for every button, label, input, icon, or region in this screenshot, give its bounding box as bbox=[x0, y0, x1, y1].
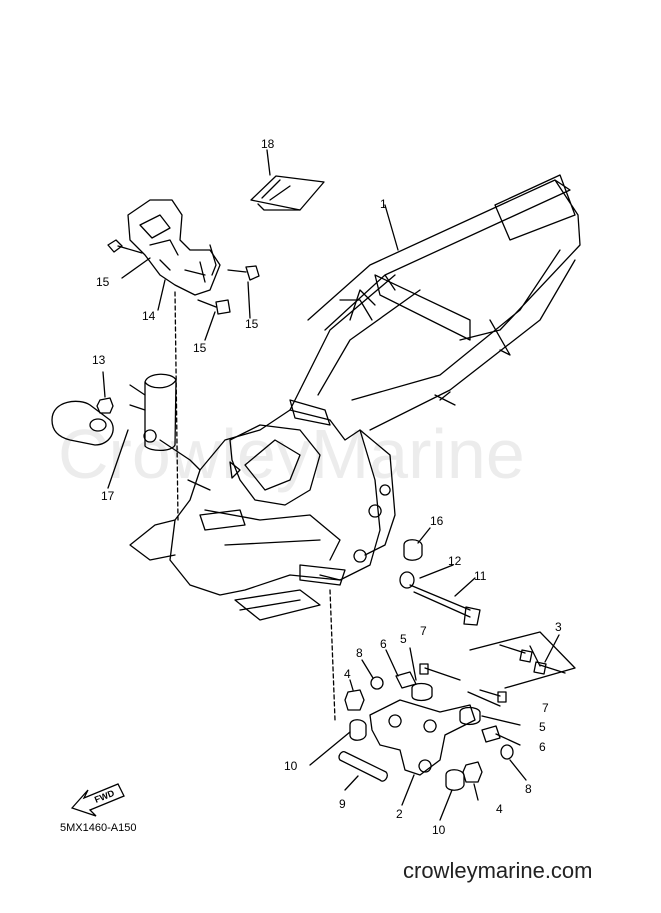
part-3-bolt-a bbox=[499, 644, 533, 663]
part-5-bushing-b bbox=[459, 706, 481, 726]
part-15-bolt-c bbox=[197, 299, 231, 315]
part-2-bracket bbox=[369, 699, 476, 776]
label-17: 17 bbox=[101, 489, 115, 503]
label-18: 18 bbox=[261, 137, 275, 151]
label-10-b: 10 bbox=[432, 823, 446, 837]
label-6-b: 6 bbox=[539, 740, 546, 754]
part-3-bolt-b bbox=[533, 661, 566, 675]
part-10-collar-a bbox=[349, 719, 367, 741]
label-14: 14 bbox=[142, 309, 156, 323]
label-11: 11 bbox=[474, 569, 487, 583]
label-3: 3 bbox=[555, 620, 562, 634]
label-15-b: 15 bbox=[245, 317, 259, 331]
label-13: 13 bbox=[92, 353, 106, 367]
part-9-shaft bbox=[338, 750, 388, 782]
watermark: CrowleyMarine bbox=[58, 415, 525, 493]
label-7-a: 7 bbox=[420, 624, 427, 638]
label-16: 16 bbox=[430, 514, 444, 528]
label-15-c: 15 bbox=[193, 341, 207, 355]
part-7-bolt-b bbox=[479, 689, 507, 703]
label-15-a: 15 bbox=[96, 275, 110, 289]
fwd-arrow-icon: FWD bbox=[70, 783, 125, 817]
part-12-washer bbox=[399, 571, 415, 589]
head-pipe bbox=[144, 373, 177, 452]
part-5-bushing-a bbox=[411, 682, 433, 702]
part-8-washer-a bbox=[370, 676, 384, 690]
part-16-collar bbox=[403, 539, 423, 561]
label-7-b: 7 bbox=[542, 701, 549, 715]
part-18-label-plate bbox=[250, 175, 325, 211]
site-footer-link[interactable]: crowleymarine.com bbox=[403, 858, 593, 883]
label-1: 1 bbox=[380, 197, 387, 211]
label-8-b: 8 bbox=[525, 782, 532, 796]
part-4-nut-b bbox=[462, 761, 483, 783]
label-4-a: 4 bbox=[344, 667, 351, 681]
part-15-bolt-a bbox=[107, 239, 143, 254]
part-14-bracket bbox=[127, 199, 221, 296]
part-15-bolt-b bbox=[227, 265, 260, 281]
fwd-label: FWD bbox=[93, 788, 116, 805]
label-8-a: 8 bbox=[356, 646, 363, 660]
diagram-code: 5MX1460-A150 bbox=[60, 822, 137, 834]
part-11-bolt bbox=[409, 584, 481, 626]
part-6-collar-b bbox=[481, 725, 501, 743]
label-12: 12 bbox=[448, 554, 462, 568]
part-4-nut-a bbox=[344, 689, 365, 711]
label-9: 9 bbox=[339, 797, 346, 811]
part-17-gasket bbox=[51, 400, 114, 446]
label-4-b: 4 bbox=[496, 802, 503, 816]
label-6-a: 6 bbox=[380, 637, 387, 651]
part-13-nut bbox=[96, 397, 114, 414]
label-5-a: 5 bbox=[400, 632, 407, 646]
part-8-washer-b bbox=[500, 744, 514, 760]
label-5-b: 5 bbox=[539, 720, 546, 734]
label-2: 2 bbox=[396, 807, 403, 821]
part-10-collar-b bbox=[445, 769, 465, 791]
part-7-bolt-a bbox=[419, 663, 461, 681]
label-10-a: 10 bbox=[284, 759, 298, 773]
main-frame bbox=[299, 174, 581, 431]
